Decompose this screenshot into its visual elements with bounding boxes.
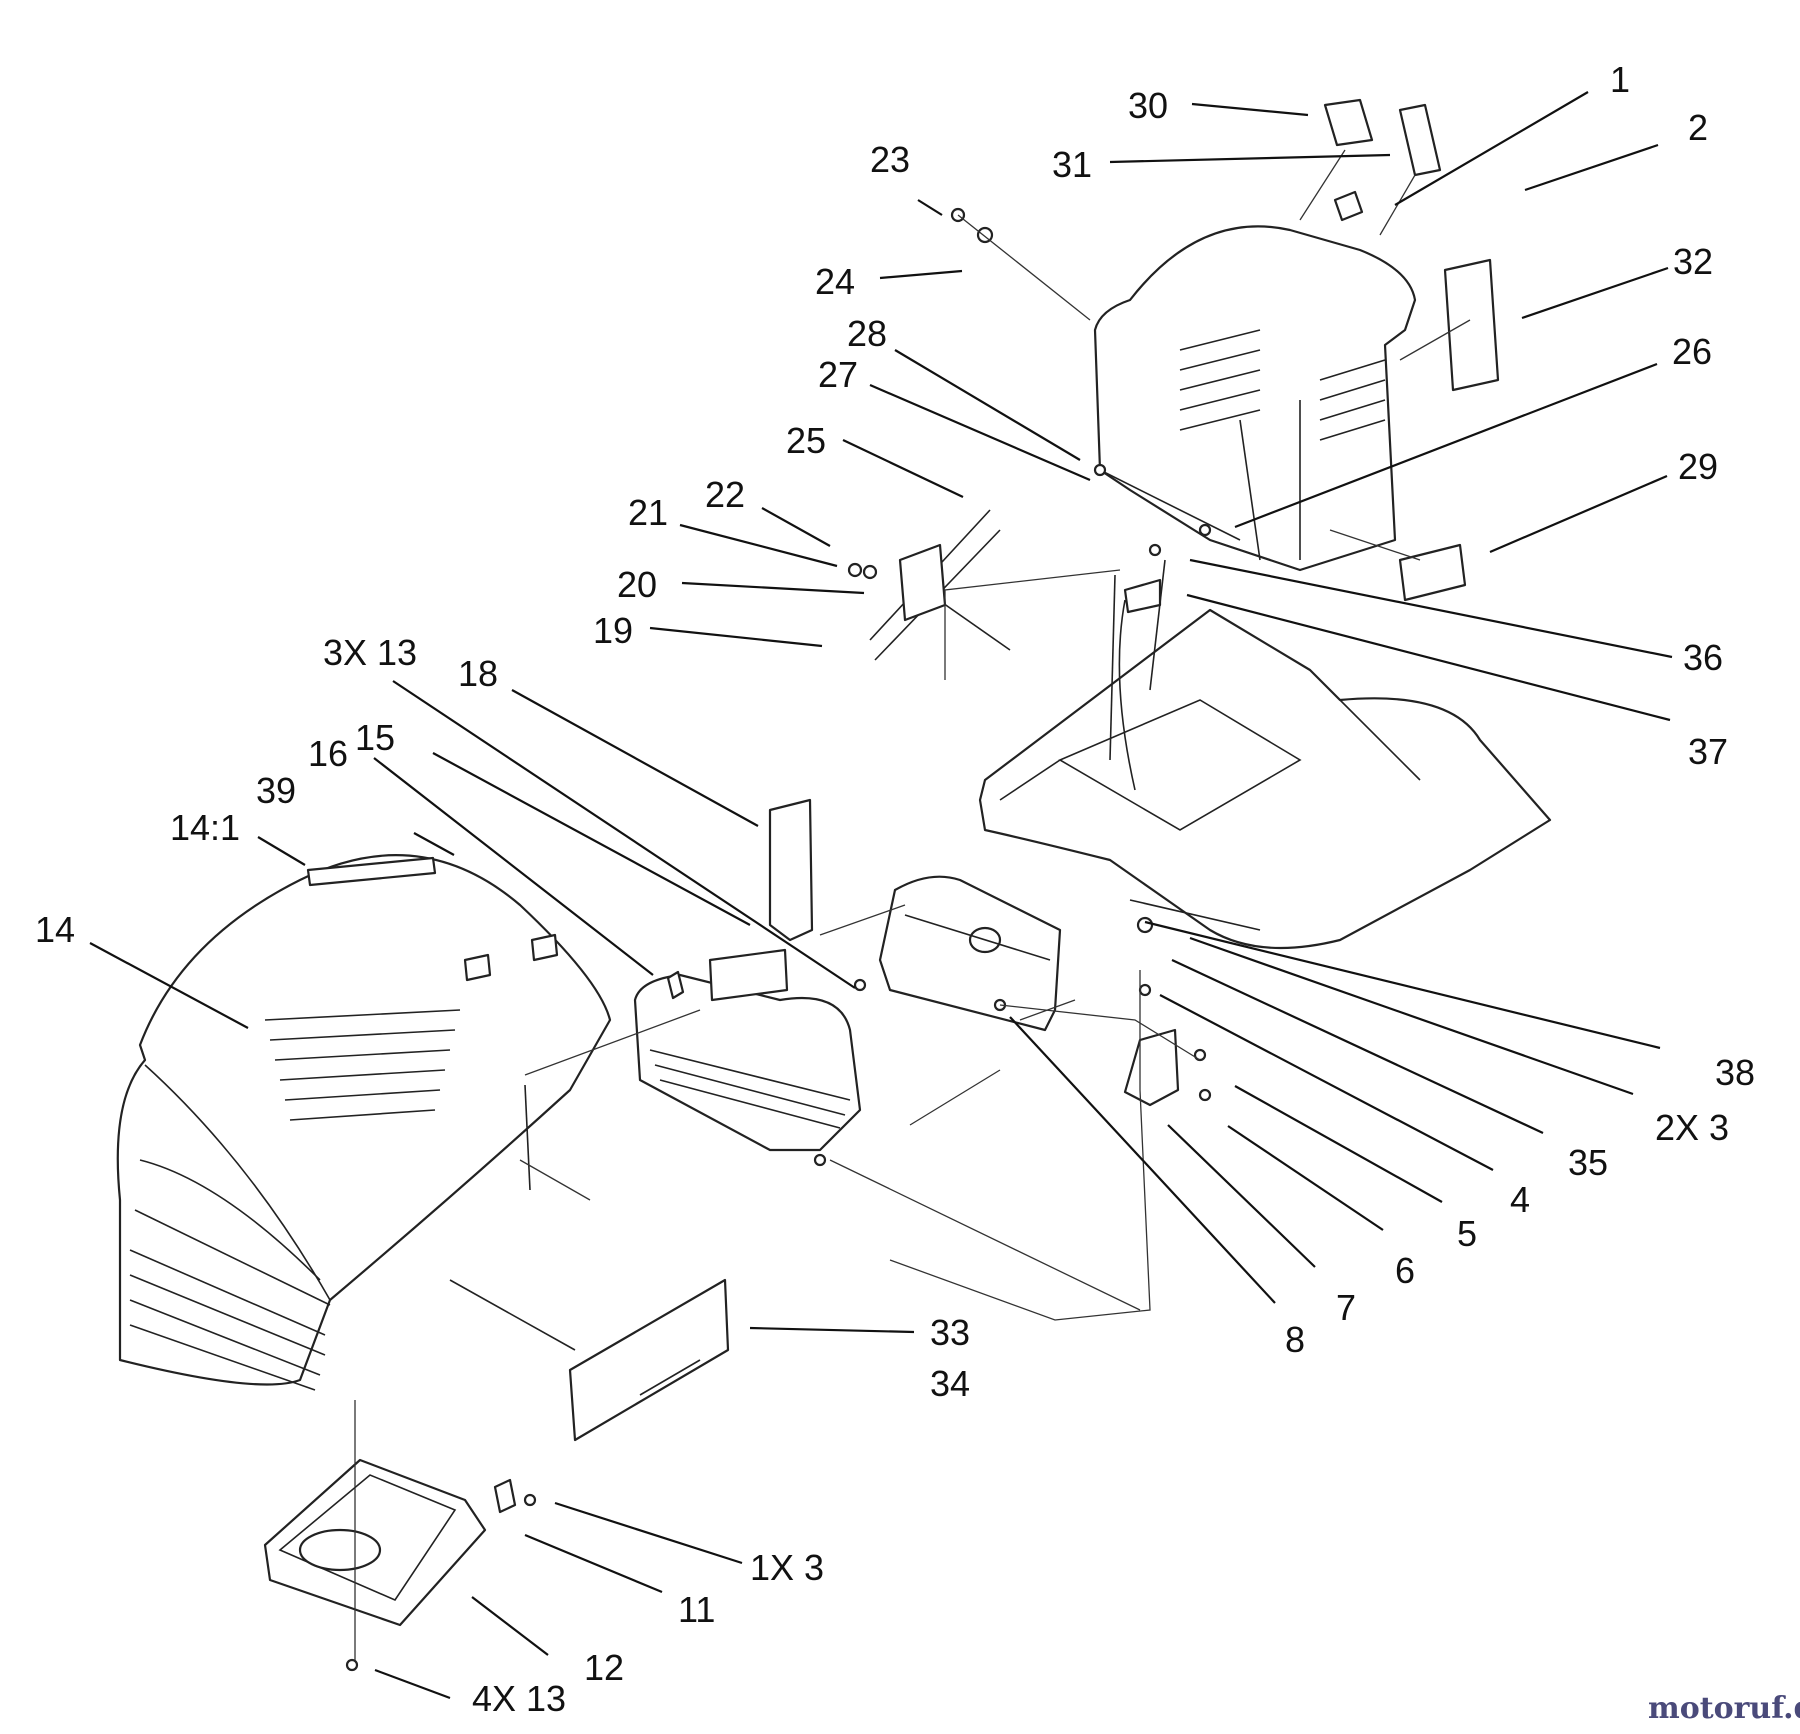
callout-25: 25 — [786, 420, 826, 461]
decal-29 — [1398, 543, 1467, 602]
explode-guides — [354, 149, 1471, 1660]
callout-39: 39 — [256, 770, 296, 811]
callout-34: 34 — [930, 1363, 970, 1404]
callout-36: 36 — [1683, 637, 1723, 678]
decal-32 — [1443, 258, 1500, 392]
decal-31 — [1398, 103, 1442, 177]
callout-labels: 1 2 30 31 32 26 29 36 37 23 24 28 27 25 … — [35, 59, 1755, 1719]
watermark-logo: motoruf.de — [1648, 1691, 1800, 1726]
callout-37: 37 — [1688, 731, 1728, 772]
hood-decals — [463, 933, 559, 982]
callout-3x13: 3X 13 — [323, 632, 417, 673]
callout-6: 6 — [1395, 1250, 1415, 1291]
callout-19: 19 — [593, 610, 633, 651]
dash-panel — [878, 875, 1062, 1032]
callout-1x3: 1X 3 — [750, 1547, 824, 1588]
callout-2x3: 2X 3 — [1655, 1107, 1729, 1148]
callout-14: 14 — [35, 909, 75, 950]
hood-vents — [264, 1009, 461, 1121]
callout-21: 21 — [628, 492, 668, 533]
callout-12: 12 — [584, 1647, 624, 1688]
callout-15: 15 — [355, 717, 395, 758]
knob-2 — [1333, 190, 1364, 222]
callout-28: 28 — [847, 313, 887, 354]
callout-20: 20 — [617, 564, 657, 605]
callout-23: 23 — [870, 139, 910, 180]
callout-1: 1 — [1610, 59, 1630, 100]
callout-31: 31 — [1052, 144, 1092, 185]
callout-29: 29 — [1678, 446, 1718, 487]
callout-14-1: 14:1 — [170, 807, 240, 848]
headlight-housing — [633, 948, 862, 1152]
hood-support-frame — [263, 1458, 517, 1627]
callout-5: 5 — [1457, 1213, 1477, 1254]
callout-32: 32 — [1673, 241, 1713, 282]
callout-24: 24 — [815, 261, 855, 302]
callout-35: 35 — [1568, 1142, 1608, 1183]
leader-lines — [89, 91, 1673, 1700]
callout-38: 38 — [1715, 1052, 1755, 1093]
fender-pan — [1093, 225, 1417, 572]
mounting-bracket — [768, 798, 814, 942]
decal-30 — [1323, 98, 1374, 147]
floor-pan — [978, 608, 1552, 950]
throttle-linkage — [847, 509, 1011, 661]
callout-18: 18 — [458, 653, 498, 694]
hood-part — [116, 854, 612, 1391]
callout-4: 4 — [1510, 1179, 1530, 1220]
callout-4x13: 4X 13 — [472, 1678, 566, 1719]
callout-27: 27 — [818, 354, 858, 395]
callout-16: 16 — [308, 733, 348, 774]
lower-bracket — [1123, 1028, 1180, 1107]
callout-26: 26 — [1672, 331, 1712, 372]
callout-8: 8 — [1285, 1319, 1305, 1360]
control-cable — [1109, 559, 1166, 934]
callout-2: 2 — [1688, 107, 1708, 148]
callout-30: 30 — [1128, 85, 1168, 126]
side-decal — [568, 1278, 730, 1442]
callout-33: 33 — [930, 1312, 970, 1353]
fender-vents — [1179, 329, 1386, 441]
callout-7: 7 — [1336, 1287, 1356, 1328]
callout-11: 11 — [678, 1589, 715, 1630]
callout-22: 22 — [705, 474, 745, 515]
